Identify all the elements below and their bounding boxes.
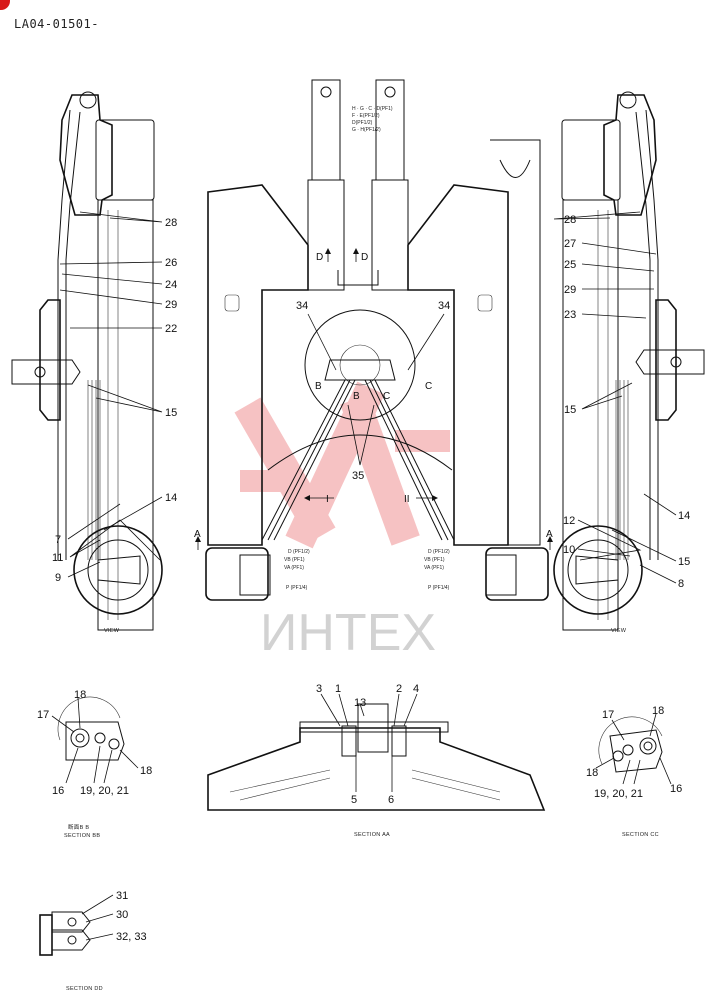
callout-26: 26 (165, 257, 177, 269)
corner-marker-dot (0, 0, 10, 10)
callout-15-right: 15 (564, 404, 576, 416)
callout-34-left: 34 (296, 300, 308, 312)
section-cc-detail: 17 18 18 19, 20, 21 16 SECTION CC (586, 705, 682, 838)
right-side-view (553, 91, 705, 631)
marker-d-right: D (361, 252, 368, 263)
left-side-view (11, 91, 163, 631)
caption-section-dd: SECTION DD (66, 986, 103, 992)
bb-callout-16: 16 (52, 785, 64, 797)
caption-section-bb: SECTION BB (64, 833, 100, 839)
bb-callout-17: 17 (37, 709, 49, 721)
section-markers: D D B B C C A A I II (194, 248, 553, 550)
callout-12: 12 (563, 515, 575, 527)
port-left-va: VA (PF1) (284, 565, 304, 571)
port-left-vb: VB (PF1) (284, 557, 305, 563)
callout-34-right: 34 (438, 300, 450, 312)
port-top-3: G · H(PF1/2) (352, 127, 381, 133)
port-labels: D (PF1/2) VB (PF1) VA (PF1) P (PF1/4) D … (284, 106, 450, 591)
caption-section-bb-jp: 断面B B (68, 823, 89, 831)
callout-15-right-lower: 15 (678, 556, 690, 568)
callout-numbers: 28 26 24 29 22 15 14 7 11 9 34 34 35 28 … (52, 214, 690, 590)
section-dd-detail: 31 30 32, 33 SECTION DD (39, 890, 147, 992)
callout-29-right: 29 (564, 284, 576, 296)
port-left-p: P (PF1/4) (286, 585, 308, 591)
callout-14-right: 14 (678, 510, 690, 522)
cc-callout-16: 16 (670, 783, 682, 795)
port-right-va: VA (PF1) (424, 565, 444, 571)
cc-callout-18-top: 18 (652, 705, 664, 717)
callout-8: 8 (678, 578, 684, 590)
dd-callout-30: 30 (116, 909, 128, 921)
aa-callout-3: 3 (316, 683, 322, 695)
callout-14-left: 14 (165, 492, 177, 504)
callout-28-left: 28 (165, 217, 177, 229)
cc-callout-17: 17 (602, 709, 614, 721)
aa-callout-6: 6 (388, 794, 394, 806)
marker-a-right: A (546, 529, 553, 540)
callout-24: 24 (165, 279, 177, 291)
marker-section-i: I (326, 494, 329, 505)
callout-35: 35 (352, 470, 364, 482)
marker-b-left: B (315, 381, 322, 392)
port-right-d: D (PF1/2) (428, 549, 450, 555)
dd-callout-31: 31 (116, 890, 128, 902)
port-right-vb: VB (PF1) (424, 557, 445, 563)
caption-section-aa: SECTION AA (354, 832, 390, 838)
bb-callout-18-top: 18 (74, 689, 86, 701)
callout-25: 25 (564, 259, 576, 271)
watermark-logo (234, 381, 450, 549)
marker-section-ii: II (404, 494, 410, 505)
section-aa-detail: 3 1 13 2 4 5 6 SECTION AA (207, 683, 546, 838)
cc-callout-19-20-21: 19, 20, 21 (594, 788, 643, 800)
callout-11: 11 (52, 552, 63, 564)
aa-callout-5: 5 (351, 794, 357, 806)
port-left-d: D (PF1/2) (288, 549, 310, 555)
watermark-text: ИНТЕХ (260, 604, 436, 662)
marker-b-right: B (353, 391, 360, 402)
aa-callout-13: 13 (354, 697, 366, 709)
marker-d-left: D (316, 252, 323, 263)
port-top-1: F · E(PF1/2) (352, 113, 380, 119)
center-plan-view (205, 79, 549, 601)
dd-callout-32-33: 32, 33 (116, 931, 147, 943)
caption-view-right: VIEW (611, 628, 627, 634)
callout-15-left: 15 (165, 407, 177, 419)
section-bb-detail: 18 17 18 16 19, 20, 21 断面B B SECTION BB (37, 689, 152, 839)
callout-23: 23 (564, 309, 576, 321)
aa-callout-1: 1 (335, 683, 341, 695)
callout-7: 7 (55, 534, 61, 546)
marker-c-left: C (383, 391, 390, 402)
marker-c-right: C (425, 381, 432, 392)
port-top-0: H · G · C · D(PF1) (352, 106, 393, 112)
callout-22: 22 (165, 323, 177, 335)
cc-callout-18-left: 18 (586, 767, 598, 779)
bb-callout-18-right: 18 (140, 765, 152, 777)
bb-callout-19-20-21: 19, 20, 21 (80, 785, 129, 797)
leader-lines (59, 211, 677, 584)
aa-callout-4: 4 (413, 683, 419, 695)
marker-a-left: A (194, 529, 201, 540)
callout-9: 9 (55, 572, 61, 584)
callout-28-right: 28 (564, 214, 576, 226)
caption-view-left: VIEW (104, 628, 120, 634)
callout-10: 10 (563, 544, 575, 556)
aa-callout-2: 2 (396, 683, 402, 695)
part-code-label: LA04-01501- (14, 17, 99, 31)
port-top-2: D(PF1/2) (352, 120, 373, 126)
callout-29-left: 29 (165, 299, 177, 311)
callout-27: 27 (564, 238, 576, 250)
port-right-p: P (PF1/4) (428, 585, 450, 591)
caption-section-cc: SECTION CC (622, 832, 659, 838)
